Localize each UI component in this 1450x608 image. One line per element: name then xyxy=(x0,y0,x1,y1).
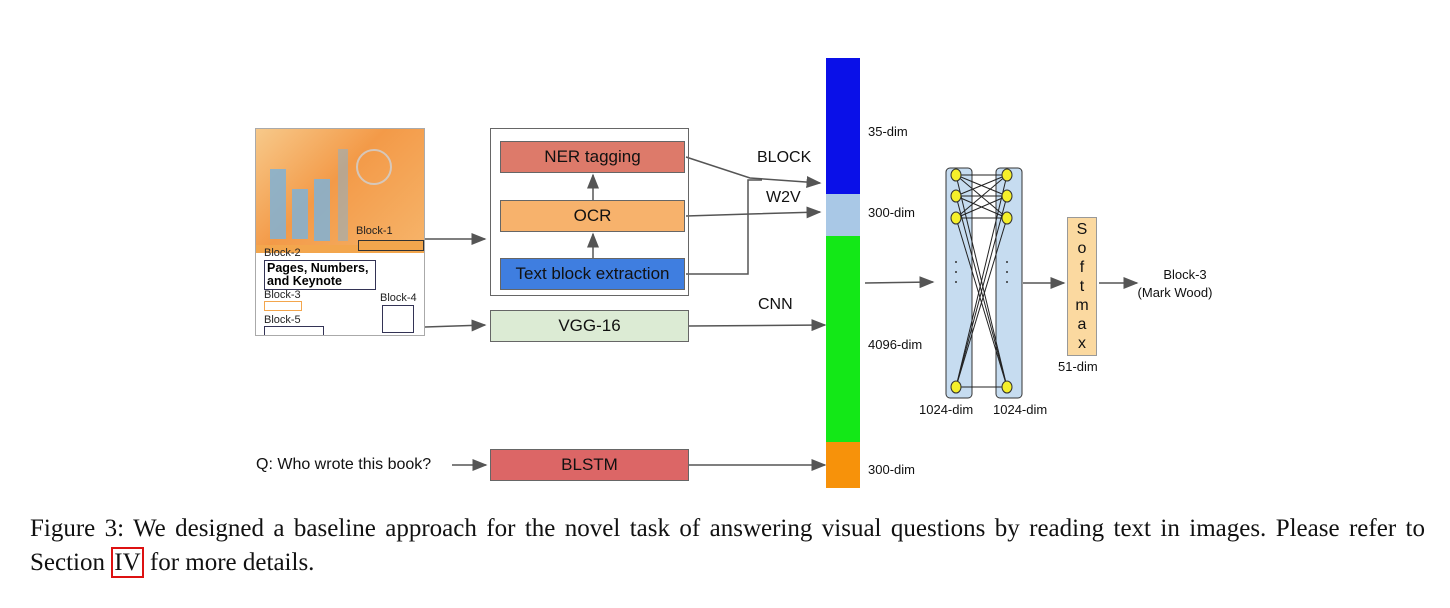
dim-label-w2v: 300-dim xyxy=(868,205,915,220)
block-3-box xyxy=(264,301,302,311)
blstm-box: BLSTM xyxy=(490,449,689,481)
text-block-extraction-box: Text block extraction xyxy=(500,258,685,290)
softmax-dim-label: 51-dim xyxy=(1058,359,1098,374)
block-4-box xyxy=(382,305,414,333)
softmax-letter: t xyxy=(1079,278,1085,295)
edge-label-block: BLOCK xyxy=(757,149,812,166)
output-answer-line2: (Mark Wood) xyxy=(1137,285,1213,300)
softmax-letter: x xyxy=(1078,335,1086,352)
feature-segment-w2v xyxy=(826,194,860,236)
fc-neurons xyxy=(950,168,1013,394)
dim-label-block: 35-dim xyxy=(868,124,908,139)
softmax-letter: m xyxy=(1075,297,1089,314)
cover-title-line1: Pages, Numbers, xyxy=(267,261,369,275)
caption-text-before: Figure 3: We designed a baseline approac… xyxy=(30,515,1425,576)
block-4-label: Block-4 xyxy=(380,292,417,304)
edge-label-w2v: W2V xyxy=(766,189,801,206)
arrow-ocr-to-w2v xyxy=(685,206,822,219)
block-3-label: Block-3 xyxy=(264,289,301,301)
feature-segment-blstm xyxy=(826,442,860,488)
book-cover-image: Block-1 Block-2 Pages, Numbers, and Keyn… xyxy=(255,128,425,336)
dim-label-cnn: 4096-dim xyxy=(868,337,923,352)
vgg16-box: VGG-16 xyxy=(490,310,689,342)
block-1-label: Block-1 xyxy=(356,225,393,237)
arrow-vgg-to-cnn xyxy=(688,319,827,332)
fc-ellipsis-dots xyxy=(955,261,1008,283)
softmax-letter: a xyxy=(1077,316,1087,333)
text-pipeline-container xyxy=(490,128,689,296)
feature-segment-cnn xyxy=(826,236,860,442)
block-2-box: Pages, Numbers, and Keynote xyxy=(264,260,376,290)
dim-label-blstm: 300-dim xyxy=(868,462,915,477)
ocr-box: OCR xyxy=(500,200,685,232)
block-5-label: Block-5 xyxy=(264,314,301,326)
softmax-letter: f xyxy=(1079,259,1085,276)
softmax-letter: S xyxy=(1076,221,1088,238)
arrow-feature-to-fc xyxy=(864,276,935,289)
fc-layer-2 xyxy=(995,167,1023,399)
cover-title-line2: and Keynote xyxy=(267,274,343,288)
output-answer-line1: Block-3 xyxy=(1163,267,1207,282)
block-5-box xyxy=(264,326,324,335)
ner-tagging-box: NER tagging xyxy=(500,141,685,173)
fc-layer-1 xyxy=(945,167,973,399)
softmax-letter: o xyxy=(1077,240,1087,257)
question-text: Q: Who wrote this book? xyxy=(256,456,432,473)
caption-text-after: for more details. xyxy=(143,549,315,576)
softmax-box: S o f t m a x xyxy=(1067,217,1097,356)
cover-strip xyxy=(256,245,424,253)
arrow-cover-to-vgg xyxy=(424,319,487,332)
edge-label-cnn: CNN xyxy=(758,296,793,313)
block-1-box xyxy=(358,240,424,251)
fc-layer-2-label: 1024-dim xyxy=(993,402,1048,417)
section-ref-link[interactable]: IV xyxy=(111,547,144,578)
arrow-ner-to-block xyxy=(685,156,822,189)
feature-segment-block xyxy=(826,58,860,194)
fc-connections xyxy=(955,174,1008,388)
block-2-label: Block-2 xyxy=(264,247,301,259)
fc-layer-1-label: 1024-dim xyxy=(919,402,974,417)
line-textblock-to-w2v xyxy=(686,179,762,275)
figure-caption: Figure 3: We designed a baseline approac… xyxy=(30,512,1425,580)
